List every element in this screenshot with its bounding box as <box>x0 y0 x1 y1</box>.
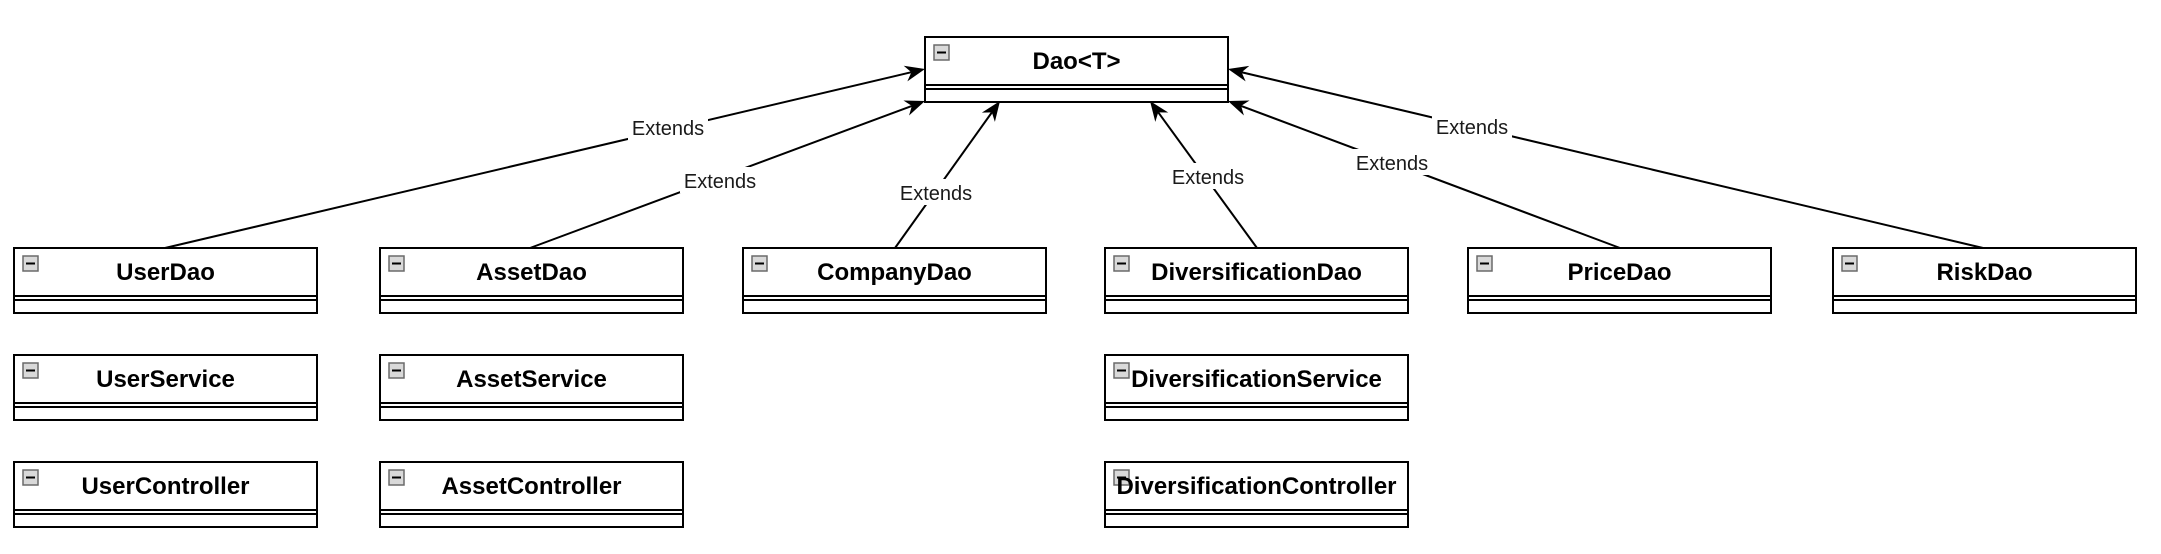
extends-edge-companydao: Extends <box>894 101 1000 249</box>
collapse-icon[interactable] <box>1476 255 1493 272</box>
collapse-icon[interactable] <box>388 469 405 486</box>
class-box <box>924 36 1229 103</box>
edge-label-bg <box>628 114 708 140</box>
class-box <box>13 247 318 314</box>
extends-edge-pricedao: Extends <box>1228 100 1621 249</box>
collapse-icon[interactable] <box>1113 469 1130 486</box>
edge-label-bg <box>680 167 760 193</box>
class-node-diversificationcontroller[interactable]: DiversificationController <box>1104 461 1409 528</box>
extends-edge-diversificationdao: Extends <box>1150 101 1258 249</box>
class-box <box>1104 354 1409 421</box>
class-name: DiversificationController <box>1116 473 1396 500</box>
class-box <box>379 247 684 314</box>
class-name: DiversificationService <box>1131 366 1382 393</box>
class-node-diversificationservice[interactable]: DiversificationService <box>1104 354 1409 421</box>
edge-label: Extends <box>684 171 756 193</box>
extends-edge-assetdao: Extends <box>529 100 925 249</box>
edge-label-bg <box>896 179 976 205</box>
edges-layer: ExtendsExtendsExtendsExtendsExtendsExten… <box>164 65 1984 249</box>
class-node-assetdao[interactable]: AssetDao <box>379 247 684 314</box>
class-box <box>1104 461 1409 528</box>
class-name: CompanyDao <box>817 259 972 286</box>
class-name: DiversificationDao <box>1151 259 1362 286</box>
class-node-companydao[interactable]: CompanyDao <box>742 247 1047 314</box>
collapse-icon[interactable] <box>388 255 405 272</box>
class-name: PriceDao <box>1567 259 1671 286</box>
class-box <box>1104 247 1409 314</box>
edge-label-bg <box>1168 163 1248 189</box>
class-node-userservice[interactable]: UserService <box>13 354 318 421</box>
edge-label-bg <box>1432 113 1512 139</box>
edge-label: Extends <box>632 118 704 140</box>
class-box <box>13 461 318 528</box>
class-box <box>13 354 318 421</box>
class-name: Dao<T> <box>1032 48 1120 75</box>
class-node-assetcontroller[interactable]: AssetController <box>379 461 684 528</box>
edge-line <box>1240 104 1621 249</box>
arrowhead-icon <box>1228 65 1250 82</box>
class-box <box>1467 247 1772 314</box>
class-node-riskdao[interactable]: RiskDao <box>1832 247 2137 314</box>
edge-label: Extends <box>1356 153 1428 175</box>
collapse-icon[interactable] <box>751 255 768 272</box>
class-box <box>1832 247 2137 314</box>
extends-edge-riskdao: Extends <box>1228 65 1984 249</box>
class-box <box>379 461 684 528</box>
collapse-icon[interactable] <box>933 44 950 61</box>
class-name: AssetService <box>456 366 607 393</box>
collapse-icon[interactable] <box>388 362 405 379</box>
collapse-icon[interactable] <box>22 255 39 272</box>
edge-label: Extends <box>900 183 972 205</box>
class-node-userdao[interactable]: UserDao <box>13 247 318 314</box>
collapse-icon[interactable] <box>1113 362 1130 379</box>
edge-label: Extends <box>1172 167 1244 189</box>
collapse-icon[interactable] <box>1113 255 1130 272</box>
class-node-diversificationdao[interactable]: DiversificationDao <box>1104 247 1409 314</box>
arrowhead-icon <box>981 101 1000 122</box>
collapse-icon[interactable] <box>1841 255 1858 272</box>
arrowhead-icon <box>903 65 925 82</box>
arrowhead-icon <box>1228 100 1250 116</box>
edge-label: Extends <box>1436 117 1508 139</box>
class-node-usercontroller[interactable]: UserController <box>13 461 318 528</box>
collapse-icon[interactable] <box>22 362 39 379</box>
extends-edge-userdao: Extends <box>164 65 925 249</box>
arrowhead-icon <box>1150 101 1169 122</box>
class-box <box>742 247 1047 314</box>
edge-line <box>1241 71 1984 249</box>
class-node-pricedao[interactable]: PriceDao <box>1467 247 1772 314</box>
class-node-assetservice[interactable]: AssetService <box>379 354 684 421</box>
edge-line <box>164 71 912 249</box>
collapse-icon[interactable] <box>22 469 39 486</box>
class-name: RiskDao <box>1936 259 2032 286</box>
class-name: AssetDao <box>476 259 587 286</box>
class-name: UserDao <box>116 259 215 286</box>
class-box <box>379 354 684 421</box>
arrowhead-icon <box>903 100 925 116</box>
class-name: AssetController <box>441 473 621 500</box>
class-name: UserController <box>81 473 249 500</box>
edge-label-bg <box>1352 149 1432 175</box>
class-node-dao-t[interactable]: Dao<T> <box>924 36 1229 103</box>
class-name: UserService <box>96 366 235 393</box>
